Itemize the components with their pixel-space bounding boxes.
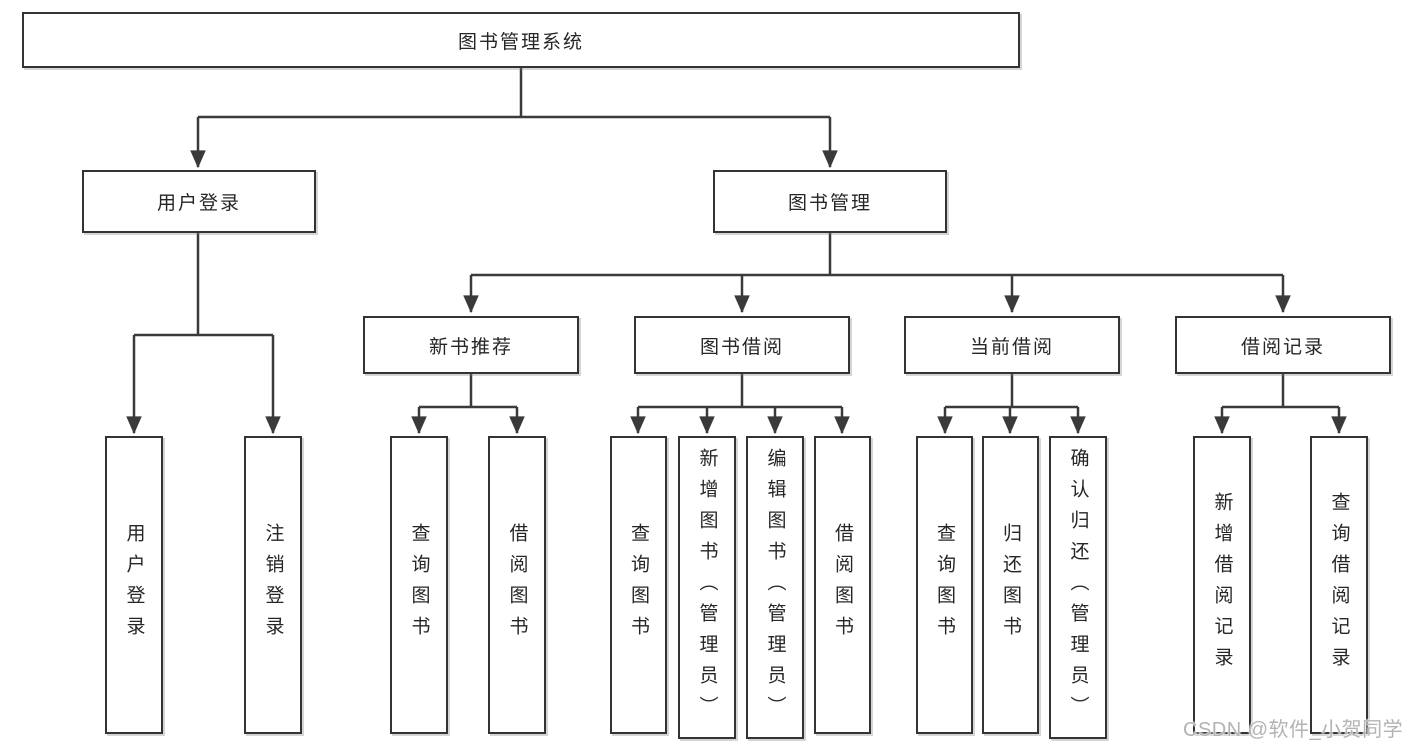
leaf-bb-query-books-label: 查询图书 [628,523,649,647]
connector-book-borrow-branch [630,374,850,435]
leaf-cb-query-books: 查询图书 [916,436,973,734]
leaf-bb-query-books: 查询图书 [610,436,667,734]
leaf-cb-return-books-label: 归还图书 [1000,523,1021,647]
node-borrow-records: 借阅记录 [1175,316,1391,374]
node-book-borrow-label: 图书借阅 [699,336,784,358]
csdn-watermark: CSDN @软件_小贺同学 [1183,719,1404,741]
connector-root-to-level2 [190,68,838,169]
leaf-logout: 注销登录 [244,436,302,734]
leaf-user-login-label: 用户登录 [123,523,145,647]
leaf-br-query-record: 查询借阅记录 [1310,436,1368,734]
connector-new-book-branch [411,374,525,435]
node-current-borrow: 当前借阅 [904,316,1120,374]
leaf-bb-add-books-admin-label: 新增图书（管理员） [696,448,718,727]
node-user-login-label: 用户登录 [156,193,241,214]
leaf-rec-query-books: 查询图书 [390,436,448,734]
leaf-cb-query-books-label: 查询图书 [934,523,955,647]
leaf-cb-return-books: 归还图书 [982,436,1039,734]
leaf-br-add-record: 新增借阅记录 [1193,436,1251,734]
leaf-bb-borrow-books-label: 借阅图书 [832,523,853,647]
leaf-rec-borrow-books: 借阅图书 [488,436,546,734]
leaf-bb-borrow-books: 借阅图书 [814,436,871,734]
leaf-cb-confirm-return-admin: 确认归还（管理员） [1049,436,1107,739]
node-new-book-rec-label: 新书推荐 [428,336,513,358]
leaf-bb-edit-books-admin-label: 编辑图书（管理员） [764,448,786,727]
node-book-mgmt: 图书管理 [713,170,947,233]
node-user-login: 用户登录 [82,170,316,233]
connector-borrow-records-branch [1214,374,1347,435]
connector-user-login-branch [126,233,281,435]
leaf-bb-edit-books-admin: 编辑图书（管理员） [746,436,804,739]
node-book-mgmt-label: 图书管理 [787,193,872,214]
node-root: 图书管理系统 [22,12,1020,68]
leaf-bb-add-books-admin: 新增图书（管理员） [678,436,736,739]
leaf-logout-label: 注销登录 [262,523,284,647]
node-borrow-records-label: 借阅记录 [1240,336,1325,358]
node-current-borrow-label: 当前借阅 [969,336,1054,358]
leaf-user-login: 用户登录 [105,436,163,734]
node-new-book-rec: 新书推荐 [363,316,579,374]
node-root-label: 图书管理系统 [457,31,584,53]
leaf-br-query-record-label: 查询借阅记录 [1328,492,1350,678]
leaf-br-add-record-label: 新增借阅记录 [1211,492,1233,678]
connector-current-borrow-branch [937,374,1086,435]
connector-book-mgmt-to-level3 [463,233,1291,314]
node-book-borrow: 图书借阅 [634,316,850,374]
leaf-rec-query-books-label: 查询图书 [408,523,430,647]
leaf-rec-borrow-books-label: 借阅图书 [506,523,528,647]
leaf-cb-confirm-return-admin-label: 确认归还（管理员） [1067,448,1089,727]
